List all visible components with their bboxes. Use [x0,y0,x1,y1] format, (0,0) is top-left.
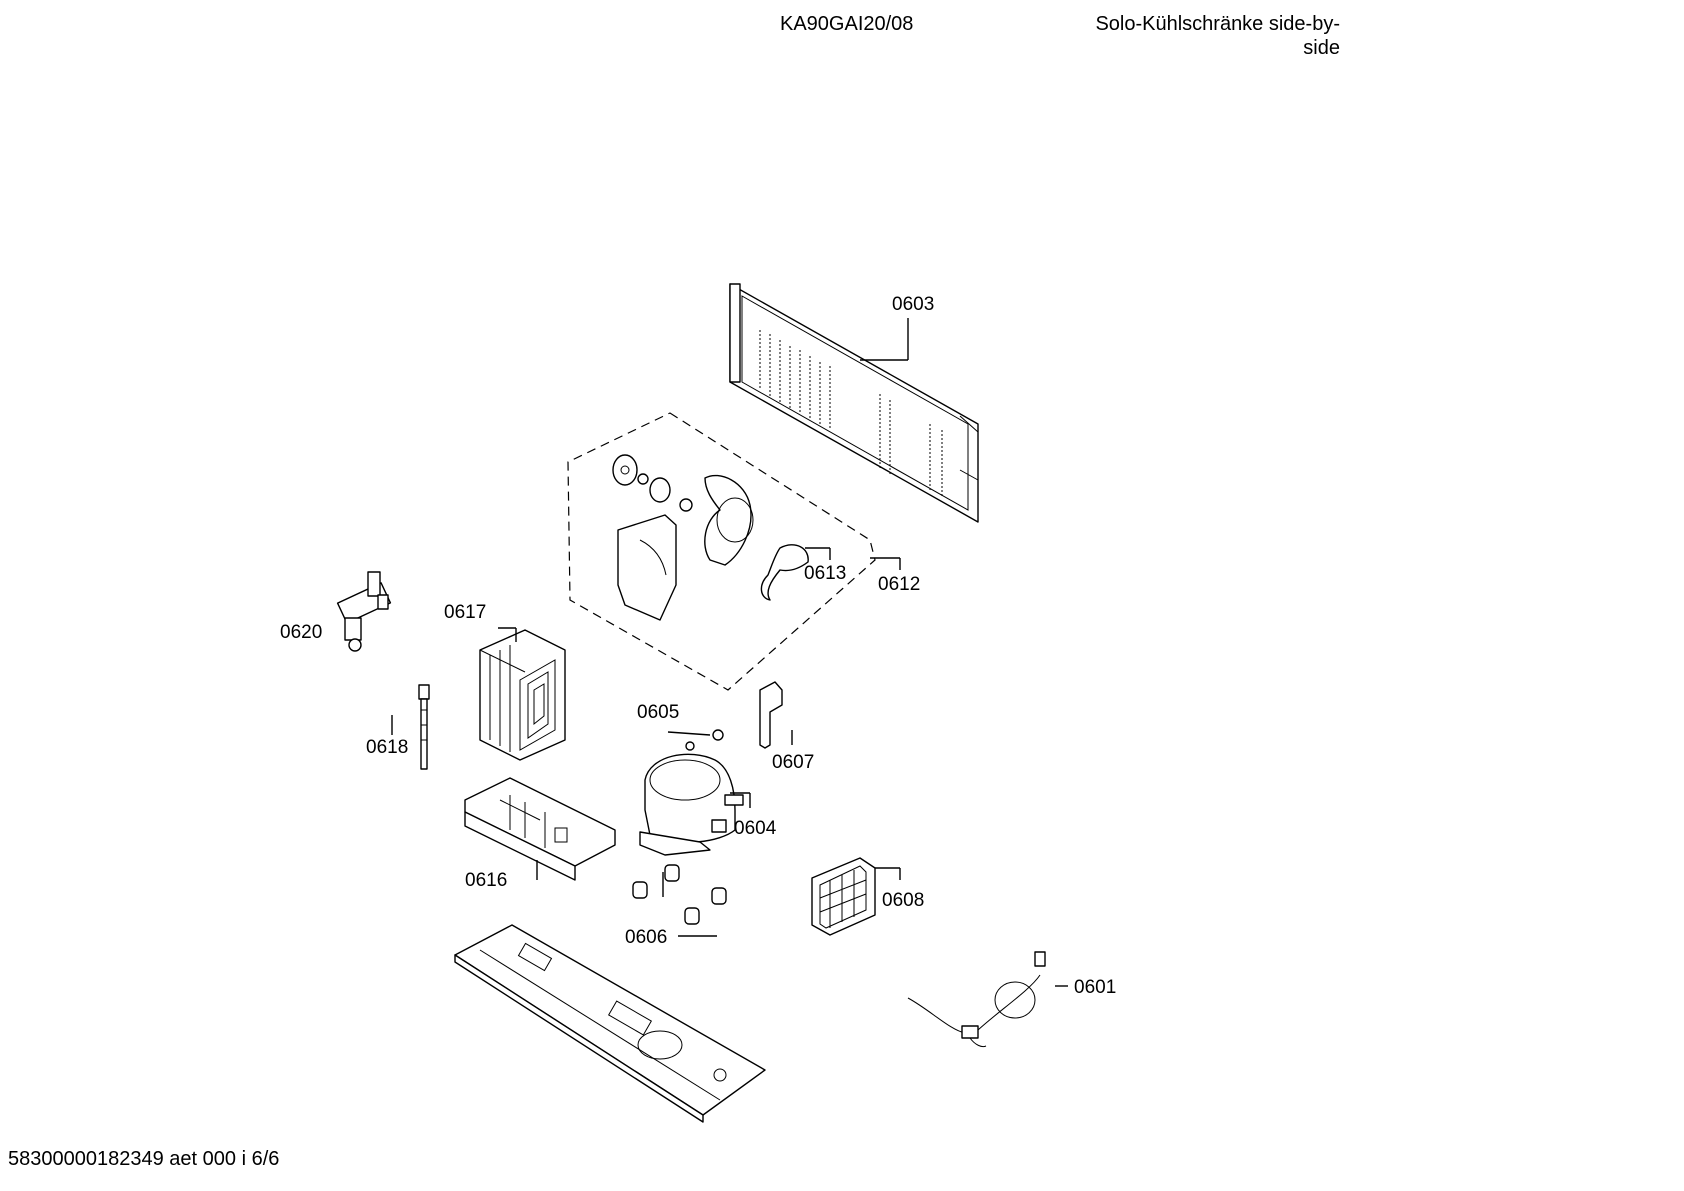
fan-assembly-drawing [612,454,809,621]
compressor-drawing [639,753,744,856]
fan-assembly-boundary [567,412,876,691]
part-label-0603: 0603 [892,294,934,315]
bottom-plate-drawing [454,924,766,1123]
part-label-0613: 0613 [804,563,846,584]
part-label-0604: 0604 [734,818,777,839]
part-label-0612: 0612 [878,574,920,595]
part-label-0601: 0601 [1074,977,1116,998]
model-number: KA90GAI20/08 [780,13,914,35]
part-label-0617: 0617 [444,602,486,623]
power-cable-drawing [907,951,1046,1048]
condenser-drawing [479,629,566,761]
part-label-0620: 0620 [280,622,322,643]
filter-box-drawing [811,857,876,936]
title-line-1: Solo-Kühlschränke side-by- [1095,13,1340,35]
document-footer-id: 58300000182349 aet 000 i 6/6 [8,1148,280,1170]
part-label-0605: 0605 [637,702,679,723]
part-label-0607: 0607 [772,752,814,773]
part-label-0608: 0608 [882,890,924,911]
valve-drawing [336,571,392,652]
drain-tube-drawing [418,684,430,770]
document-title: Solo-Kühlschränke side-by- side [1000,12,1340,60]
part-label-0618: 0618 [366,737,408,758]
title-line-2: side [1303,37,1340,59]
part-label-0616: 0616 [465,870,507,891]
rear-panel-drawing [729,283,979,523]
base-tray-drawing [464,777,616,881]
grommets-drawing [632,864,727,925]
part-label-0606: 0606 [625,927,667,948]
